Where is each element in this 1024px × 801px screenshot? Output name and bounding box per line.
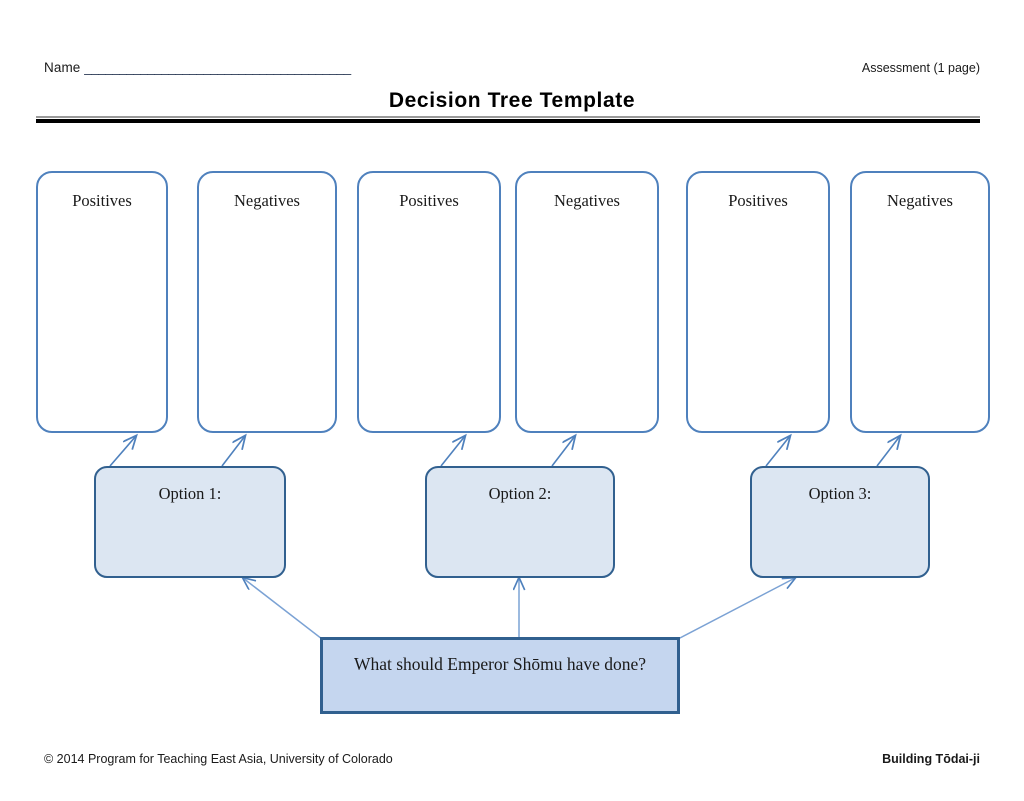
negatives-box-option1[interactable]: Negatives (197, 171, 337, 433)
title-divider-thin-line (36, 116, 980, 118)
connector-option2-to-positives (440, 436, 465, 467)
positives-box-option1[interactable]: Positives (36, 171, 168, 433)
name-field-line: Name ___________________________________… (44, 60, 351, 75)
connector-question-to-option3 (677, 578, 795, 640)
name-blank-rule: ______________________________________ (84, 60, 351, 75)
footer-copyright: © 2014 Program for Teaching East Asia, U… (44, 752, 393, 766)
assessment-note: Assessment (1 page) (861, 61, 980, 75)
connector-option2-to-negatives (551, 436, 575, 467)
connector-option3-to-positives (765, 436, 790, 467)
negatives-label-option2: Negatives (554, 191, 620, 210)
root-question-box[interactable]: What should Emperor Shōmu have done? (320, 637, 680, 714)
option-label-1: Option 1: (158, 484, 222, 503)
connector-option1-to-negatives (221, 436, 245, 467)
title-divider-thick-line (36, 119, 980, 123)
option-box-2[interactable]: Option 2: (425, 466, 615, 578)
connector-option3-to-negatives (876, 436, 900, 467)
name-label: Name (44, 60, 81, 75)
positives-label-option3: Positives (728, 191, 788, 210)
connector-option1-to-positives (109, 436, 136, 467)
page-title: Decision Tree Template (388, 89, 636, 112)
positives-box-option3[interactable]: Positives (686, 171, 830, 433)
connector-question-to-option1 (243, 578, 323, 640)
positives-box-option2[interactable]: Positives (357, 171, 501, 433)
negatives-label-option1: Negatives (234, 191, 300, 210)
option-box-3[interactable]: Option 3: (750, 466, 930, 578)
option-box-1[interactable]: Option 1: (94, 466, 286, 578)
negatives-box-option3[interactable]: Negatives (850, 171, 990, 433)
positives-label-option1: Positives (72, 191, 132, 210)
positives-label-option2: Positives (399, 191, 459, 210)
root-question-label: What should Emperor Shōmu have done? (353, 654, 647, 674)
negatives-box-option2[interactable]: Negatives (515, 171, 659, 433)
option-label-2: Option 2: (488, 484, 552, 503)
footer-unit-title: Building Tōdai-ji (882, 752, 980, 766)
title-divider (36, 116, 980, 123)
option-label-3: Option 3: (808, 484, 872, 503)
negatives-label-option3: Negatives (887, 191, 953, 210)
